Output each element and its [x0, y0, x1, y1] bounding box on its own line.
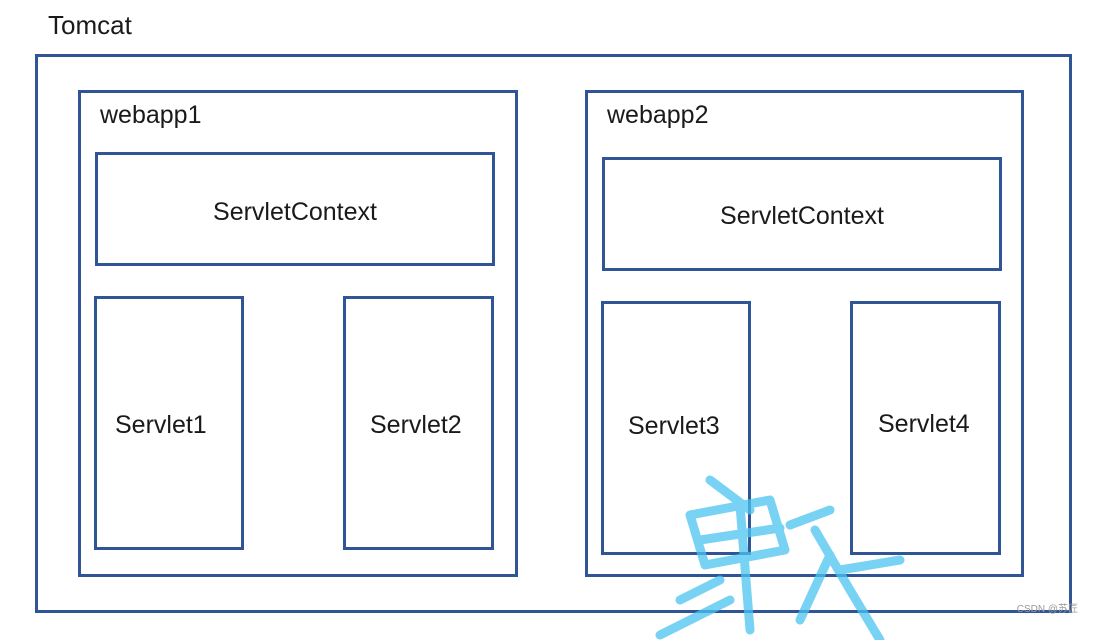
- tomcat-container: [35, 54, 1072, 613]
- webapp1-servlet-context-label: ServletContext: [213, 198, 377, 226]
- webapp2-servlet-context: ServletContext: [602, 157, 1002, 271]
- servlet2-label: Servlet2: [370, 411, 462, 439]
- servlet1-box: Servlet1: [94, 296, 244, 550]
- webapp1-servlet-context: ServletContext: [95, 152, 495, 266]
- servlet1-label: Servlet1: [115, 411, 207, 439]
- tomcat-title: Tomcat: [48, 10, 132, 40]
- servlet3-box: Servlet3: [601, 301, 751, 555]
- servlet2-box: Servlet2: [343, 296, 494, 550]
- webapp1-container: [78, 90, 518, 577]
- servlet4-label: Servlet4: [878, 410, 970, 438]
- webapp2-label: webapp2: [607, 101, 709, 129]
- servlet3-label: Servlet3: [628, 412, 720, 440]
- credit-text: CSDN @苏匠: [1016, 604, 1078, 615]
- webapp2-servlet-context-label: ServletContext: [720, 202, 884, 230]
- webapp1-label: webapp1: [100, 101, 202, 129]
- servlet4-box: Servlet4: [850, 301, 1001, 555]
